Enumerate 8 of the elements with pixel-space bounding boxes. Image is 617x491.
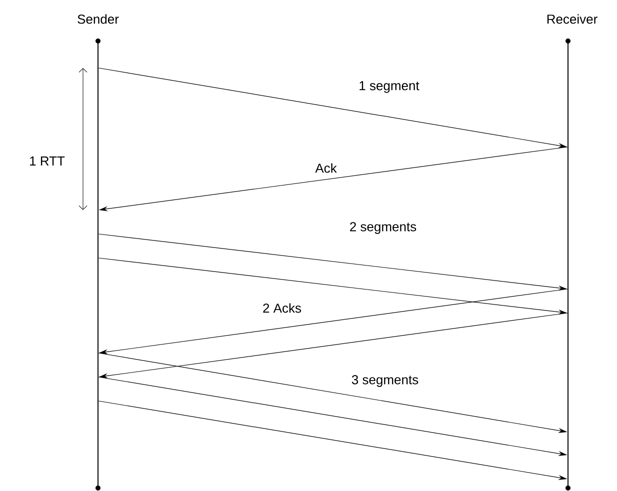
lifeline-label: Receiver	[547, 14, 598, 24]
edge-label: 3 segments	[350, 374, 420, 388]
edge-label: 2 segments	[348, 221, 418, 235]
edge-label: 2 Acks	[262, 302, 302, 314]
edge-label: Ack	[314, 162, 338, 174]
interval-label: 1 RTT	[28, 156, 66, 166]
lifeline-label: Sender	[78, 14, 119, 24]
edge-label: 1 segment	[358, 80, 420, 94]
